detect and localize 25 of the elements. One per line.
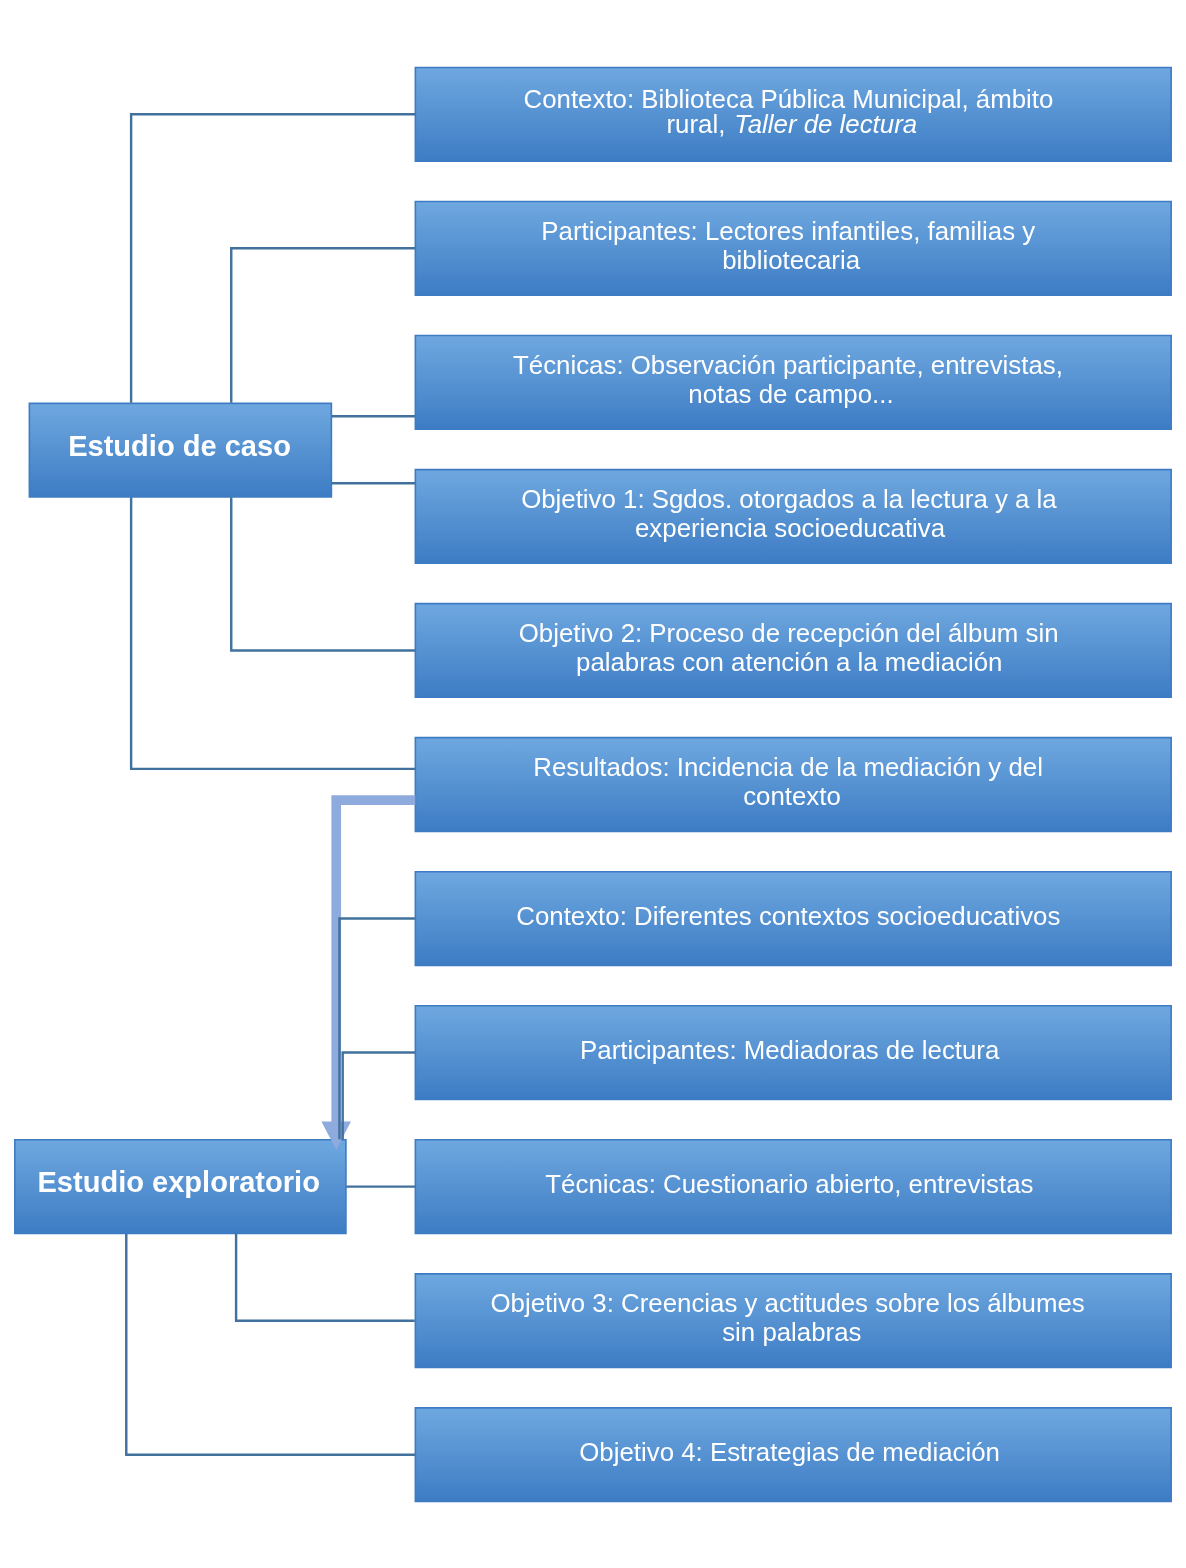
node-box: Participantes: Lectores infantiles, familias y bibliotecaria: [414, 200, 1172, 296]
node-box: Participantes: Mediadoras de lectura: [414, 1004, 1172, 1100]
node-box: Contexto: Diferentes contextos socioeducativos: [414, 870, 1172, 966]
connector: [331, 414, 415, 417]
node-box: Técnicas: Observación participante, entrevistas, notas de campo...: [414, 334, 1172, 430]
node-box: Resultados: Incidencia de la mediación y del contexto: [414, 736, 1172, 832]
connector: [331, 481, 415, 484]
node-box: Objetivo 1: Sgdos. otorgados a la lectura y a la experiencia socioeducativa: [414, 468, 1172, 564]
node-box: Contexto: Biblioteca Pública Municipal, ámbito rural, Taller de lectura: [414, 66, 1172, 162]
connector: [230, 246, 416, 403]
arrow: [321, 794, 416, 1150]
connector: [346, 1184, 416, 1188]
connector: [341, 1050, 416, 1140]
connector: [125, 1233, 415, 1456]
node-box: Objetivo 2: Proceso de recepción del álbum sin palabras con atención a la mediación: [414, 602, 1172, 698]
node-box: Estudio de caso: [28, 402, 333, 498]
connector: [234, 1233, 415, 1322]
node-box: Objetivo 4: Estrategias de mediación: [414, 1406, 1172, 1502]
connector: [338, 916, 415, 1139]
node-box: Objetivo 3: Creencias y actitudes sobre los álbumes sin palabras: [414, 1272, 1172, 1368]
node-box: Estudio exploratorio: [14, 1138, 347, 1234]
connector: [129, 112, 416, 403]
node-box: Técnicas: Cuestionario abierto, entrevistas: [414, 1138, 1172, 1234]
connector: [230, 496, 416, 652]
connector: [129, 496, 416, 770]
